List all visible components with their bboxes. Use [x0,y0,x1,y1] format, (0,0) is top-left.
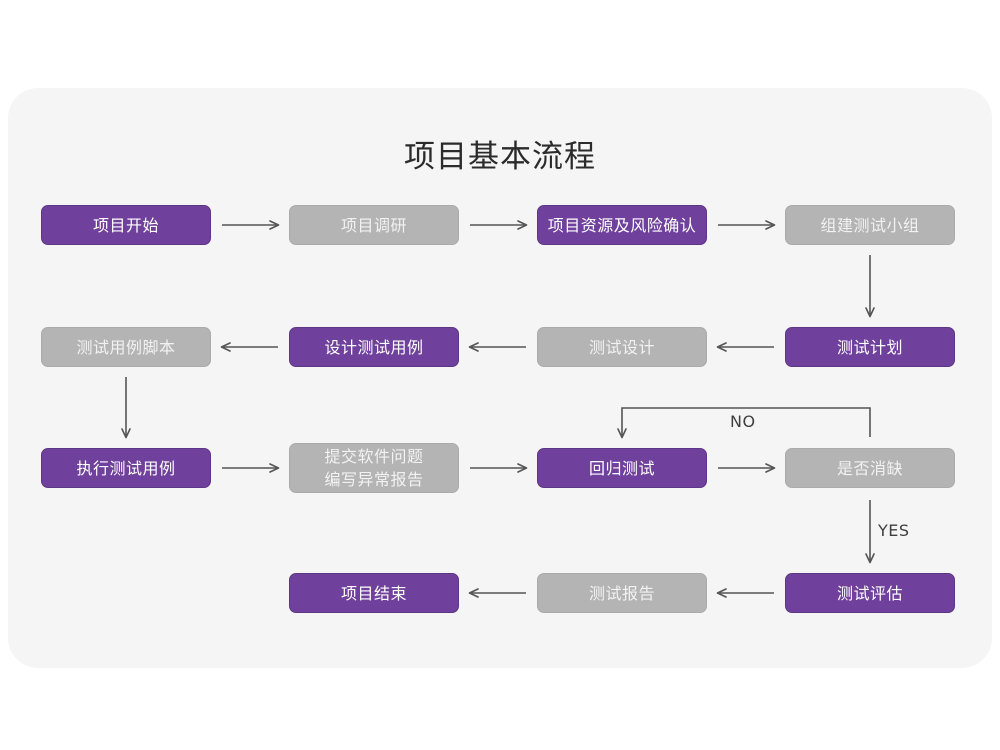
node-test-evaluation[interactable]: 测试评估 [785,573,955,613]
node-defects-cleared-decision[interactable]: 是否消缺 [785,448,955,488]
node-execute-test-cases[interactable]: 执行测试用例 [41,448,211,488]
node-test-case-scripts[interactable]: 测试用例脚本 [41,327,211,367]
node-build-test-team[interactable]: 组建测试小组 [785,205,955,245]
edge-label-no: NO [730,412,756,431]
node-regression-test[interactable]: 回归测试 [537,448,707,488]
node-design-test-cases[interactable]: 设计测试用例 [289,327,459,367]
node-test-plan[interactable]: 测试计划 [785,327,955,367]
node-test-report[interactable]: 测试报告 [537,573,707,613]
flowchart-panel [8,88,992,668]
page-title: 项目基本流程 [404,139,596,175]
edge-label-yes: YES [878,521,910,540]
node-test-design[interactable]: 测试设计 [537,327,707,367]
node-submit-defects-report[interactable]: 提交软件问题 编写异常报告 [289,443,459,493]
node-project-research[interactable]: 项目调研 [289,205,459,245]
node-project-start[interactable]: 项目开始 [41,205,211,245]
node-project-end[interactable]: 项目结束 [289,573,459,613]
node-resource-risk-confirm[interactable]: 项目资源及风险确认 [537,205,707,245]
